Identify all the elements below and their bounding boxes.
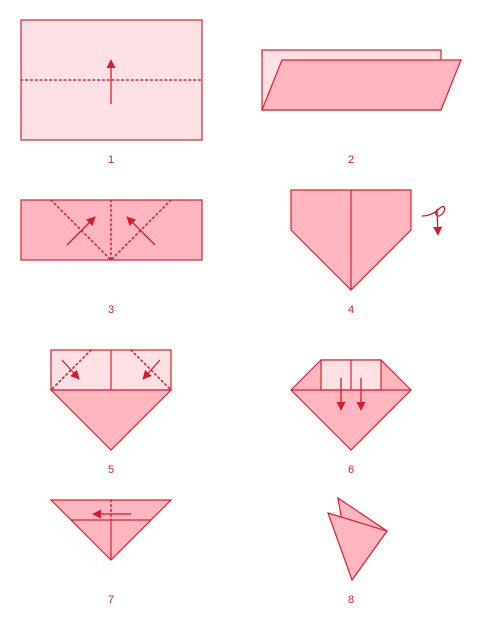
- step-3: 3: [20, 199, 203, 316]
- step-8: 8: [327, 496, 388, 606]
- fold-arrow-right-icon: [142, 359, 161, 380]
- step-number: 4: [348, 304, 354, 316]
- step-1: 1: [20, 19, 203, 166]
- step-number: 8: [348, 594, 354, 606]
- step-number: 3: [108, 304, 114, 316]
- step-7: 7: [49, 499, 173, 606]
- fold-arrow-left-icon: [66, 216, 96, 246]
- bottom-triangle: [49, 389, 173, 451]
- front-flap: [261, 59, 462, 111]
- step-number: 6: [348, 464, 354, 476]
- fold-arrow-left-icon: [61, 359, 80, 380]
- step-number: 7: [108, 594, 114, 606]
- step-6: 6: [290, 359, 412, 476]
- step-number: 1: [108, 154, 114, 166]
- step-4: 4: [290, 189, 446, 316]
- step-number: 2: [348, 154, 354, 166]
- step-number: 5: [108, 464, 114, 476]
- turn-over-arrow-icon: [421, 205, 446, 236]
- step-5: 5: [49, 349, 173, 476]
- fold-arrow-right-icon: [126, 216, 156, 246]
- diagonal-fold-lines: [50, 199, 172, 262]
- step-2: 2: [261, 49, 462, 166]
- front-flap: [327, 512, 388, 582]
